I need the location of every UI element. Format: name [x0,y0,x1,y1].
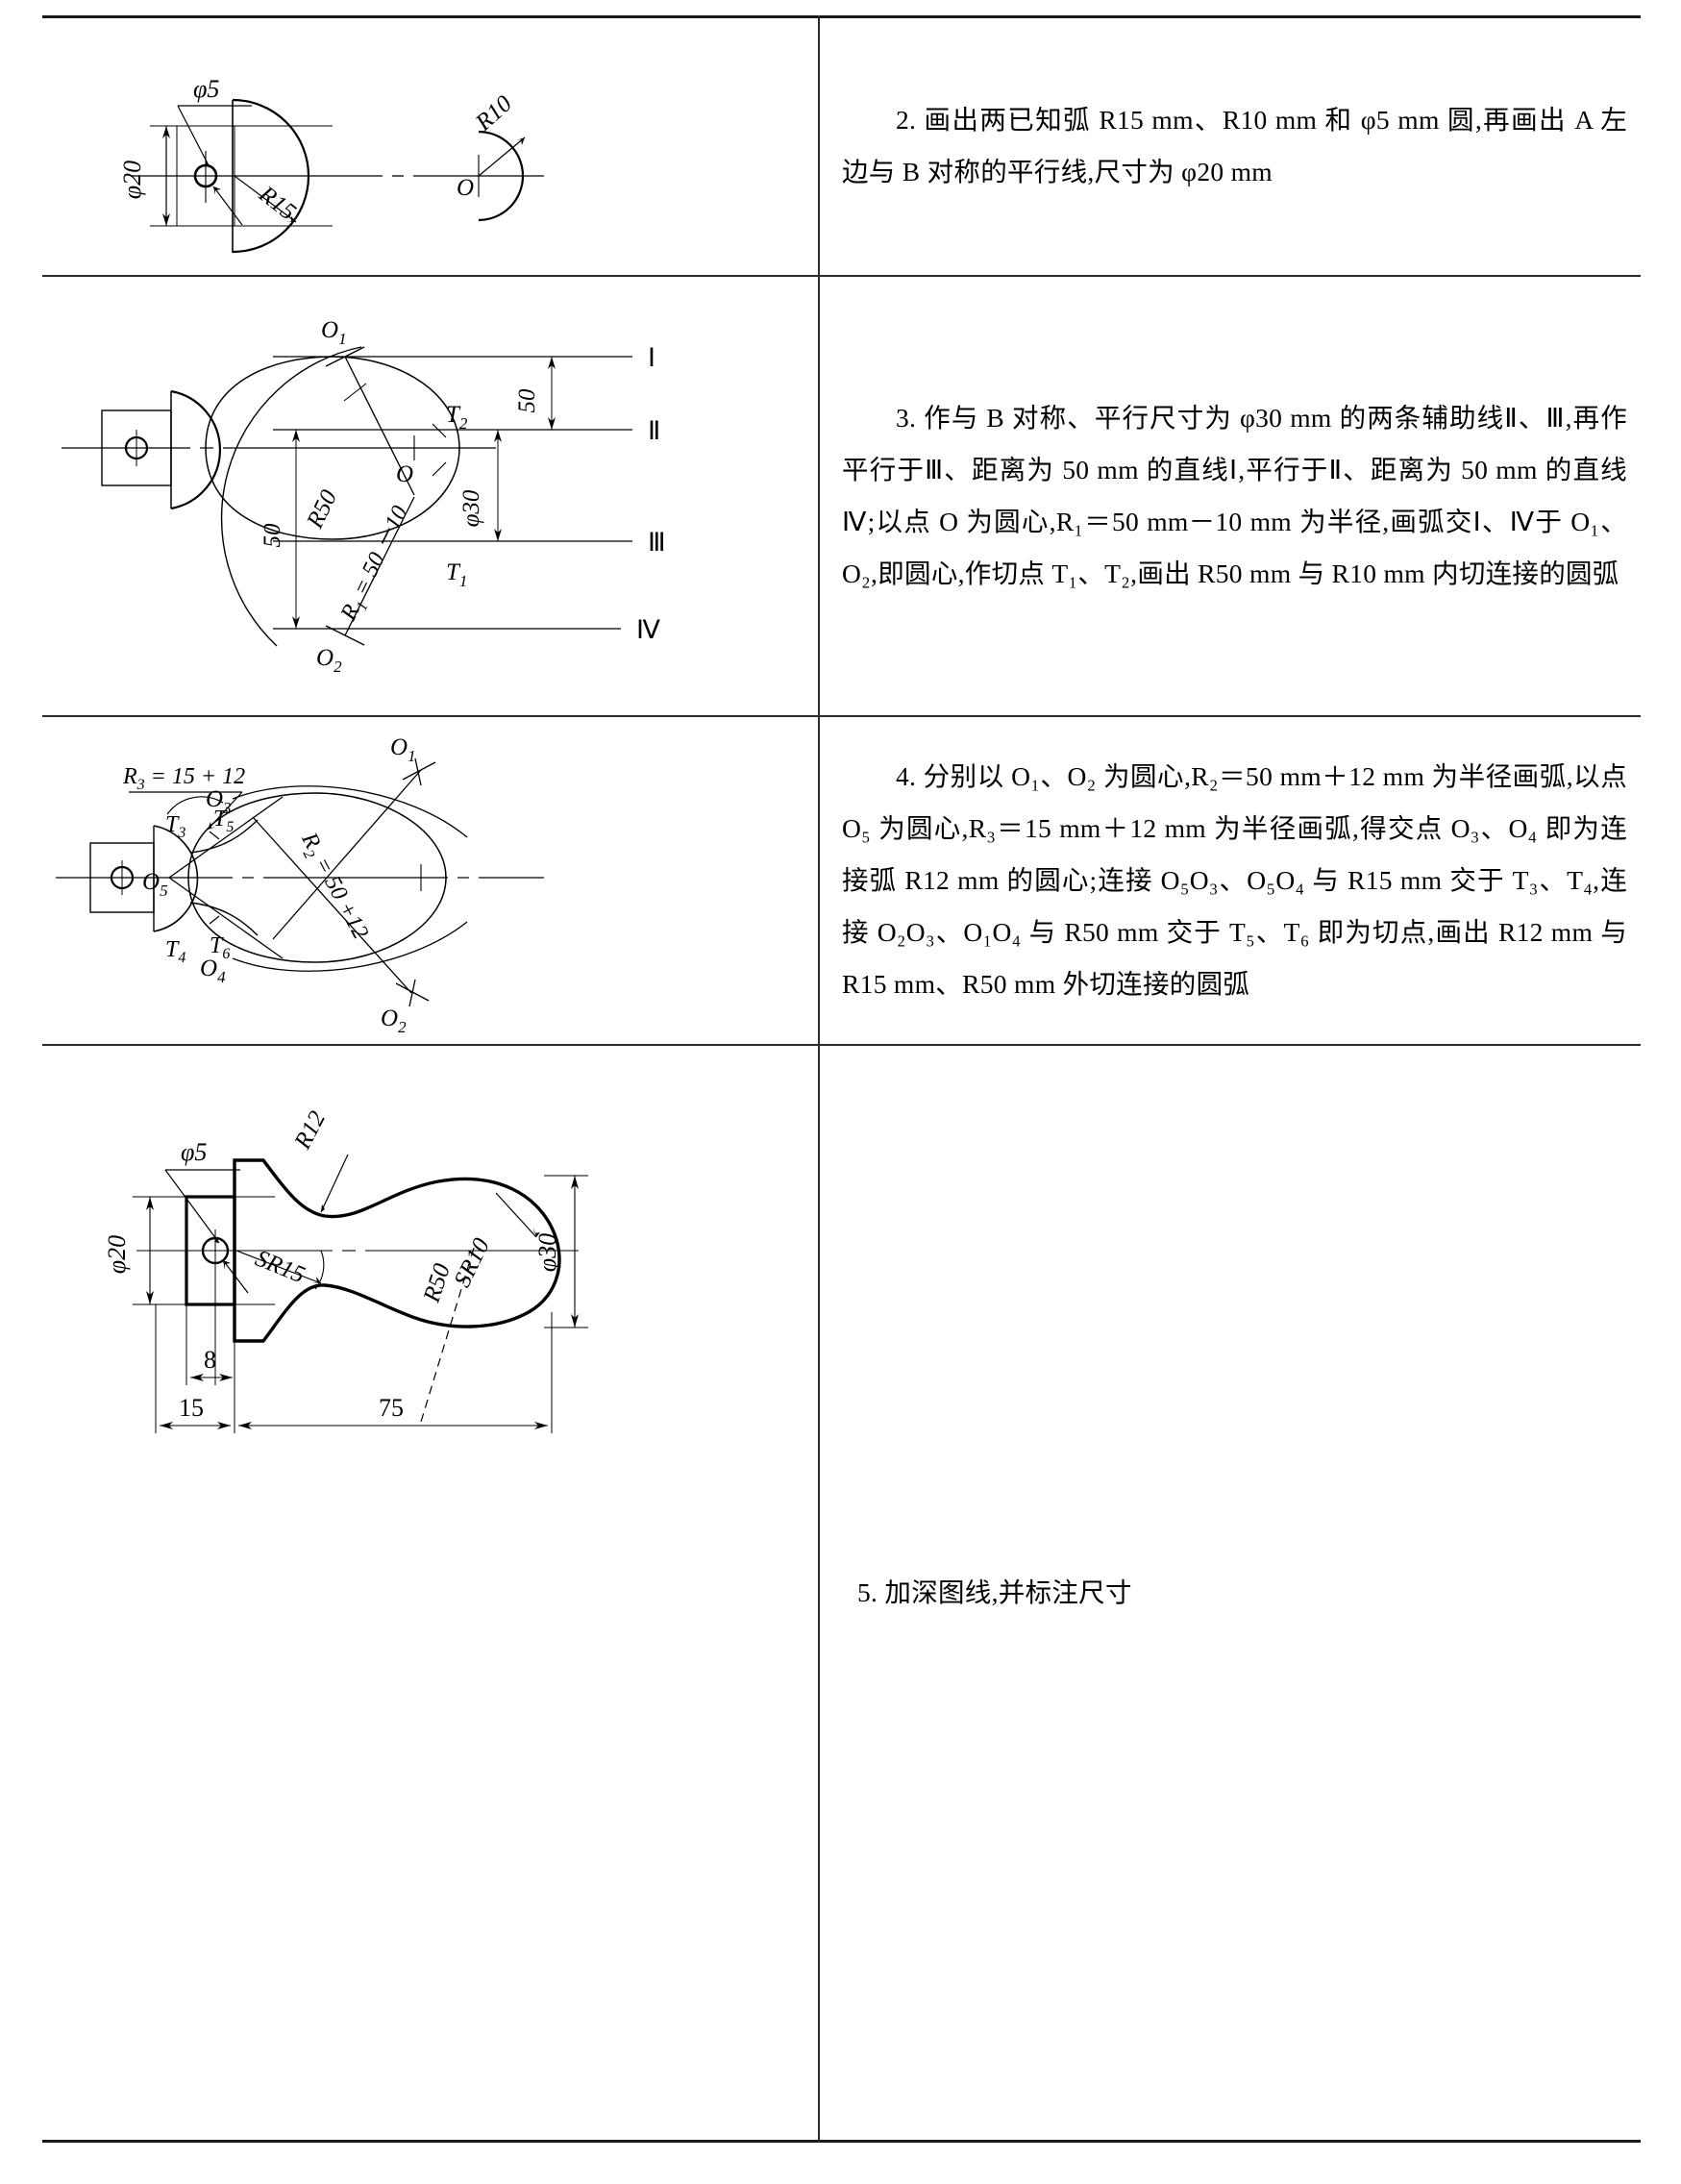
drawing-cell-step3: O1 O2 O T1 T2 R50 R1 = 50 －10 φ30 50 50 … [44,278,818,713]
label-r12: R12 [289,1107,331,1154]
label-dim75: 75 [379,1394,404,1422]
label-r1-expr: R1 = 50 －10 [335,502,416,627]
text-cell-step3: 3. 作与 B 对称、平行尺寸为 φ30 mm 的两条辅助线Ⅱ、Ⅲ,再作平行于Ⅲ… [832,278,1641,713]
label-r10: R10 [470,90,517,136]
table-divider-3 [42,1044,1641,1046]
step-2-text: 2. 画出两已知弧 R15 mm、R10 mm 和 φ5 mm 圆,再画出 A … [842,105,1627,186]
label-dim15: 15 [179,1394,204,1422]
table-border-top [42,15,1641,18]
label-r50: R50 [302,485,343,533]
text-cell-step2: 2. 画出两已知弧 R15 mm、R10 mm 和 φ5 mm 圆,再画出 A … [832,18,1641,274]
label-o4: O4 [200,956,226,986]
label-o1: O1 [321,317,347,348]
label-t3: T3 [165,812,185,841]
table-column-divider [818,15,820,2143]
label-dim50-right: 50 [514,388,540,413]
label-r2-expr: R2 = 50 +12 [292,828,373,945]
label-numeral-4: Ⅳ [636,615,660,644]
table-divider-2 [42,715,1641,717]
label-phi30: φ30 [533,1233,561,1272]
table-divider-1 [42,275,1641,277]
label-phi20: φ20 [103,1235,131,1274]
drawing-cell-step5: φ5 φ20 R12 SR15 R50 SR10 φ30 8 15 75 [44,1047,818,2138]
label-o3: O3 [206,786,232,817]
label-o5: O5 [142,869,168,900]
label-dim50-left: 50 [260,523,285,548]
table-border-bottom [42,2140,1641,2143]
label-phi5: φ5 [181,1138,207,1166]
label-o2: O2 [381,1005,407,1036]
label-phi5: φ5 [193,75,219,103]
label-o1: O1 [390,734,416,765]
label-t4: T4 [165,937,185,966]
step-5-text: 5. 加深图线,并标注尺寸 [857,1576,1132,1607]
label-o-center: O [457,175,474,201]
label-phi20: φ20 [118,161,146,199]
label-o2: O2 [316,645,342,676]
label-o-center: O [396,461,413,487]
label-sr10: SR10 [450,1234,496,1292]
figure-step5: φ5 φ20 R12 SR15 R50 SR10 φ30 8 15 75 [103,1107,588,1433]
label-t1: T1 [446,559,467,590]
step-4-text: 4. 分别以 O₁、O₂ 为圆心,R₂＝50 mm＋12 mm 为半径画弧,以点… [842,760,1627,999]
figure-step2: φ5 φ20 R15 R10 O [118,75,544,254]
label-sr15: SR15 [252,1246,309,1289]
label-r15: R15 [254,181,301,226]
figure-step3: O1 O2 O T1 T2 R50 R1 = 50 －10 φ30 50 50 … [62,317,666,676]
label-phi30: φ30 [458,489,484,527]
drawing-cell-step2: φ5 φ20 R15 R10 O [44,18,818,274]
label-numeral-1: Ⅰ [648,343,655,372]
figure-step4: R3 = 15 + 12 O1 O2 O3 O4 O5 T3 T4 T5 T6 … [56,734,544,1036]
label-numeral-3: Ⅲ [648,528,666,557]
label-numeral-2: Ⅱ [648,416,660,445]
text-cell-step4: 4. 分别以 O₁、O₂ 为圆心,R₂＝50 mm＋12 mm 为半径画弧,以点… [832,718,1641,1042]
label-t6: T6 [210,933,230,962]
text-cell-step5: 5. 加深图线,并标注尺寸 [832,1047,1641,2138]
step-3-text: 3. 作与 B 对称、平行尺寸为 φ30 mm 的两条辅助线Ⅱ、Ⅲ,再作平行于Ⅲ… [842,402,1627,588]
label-dim8: 8 [204,1346,216,1374]
label-t5: T5 [213,807,234,835]
label-r50: R50 [418,1260,456,1306]
label-r3-expr: R3 = 15 + 12 [122,764,245,793]
label-t2: T2 [446,402,468,433]
drawing-cell-step4: R3 = 15 + 12 O1 O2 O3 O4 O5 T3 T4 T5 T6 … [44,718,818,1042]
